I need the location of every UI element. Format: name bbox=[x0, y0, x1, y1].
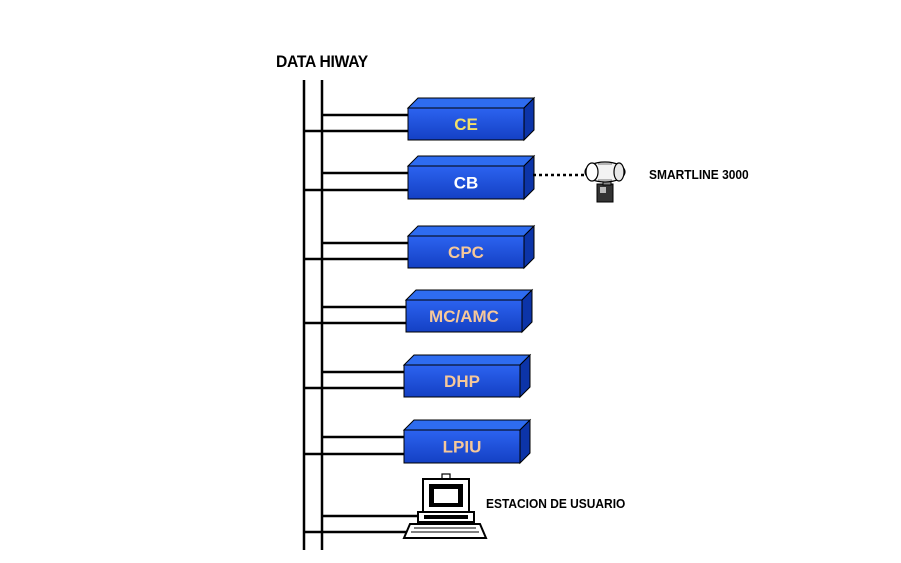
module-label: DHP bbox=[444, 372, 480, 391]
box-top-face bbox=[406, 155, 536, 167]
module-box-dhp[interactable]: DHP bbox=[304, 353, 532, 399]
box-front-face bbox=[407, 235, 525, 269]
computer-workstation-icon[interactable] bbox=[402, 473, 488, 539]
module-label: CE bbox=[454, 115, 478, 134]
module-label: CB bbox=[454, 174, 479, 193]
box-front-face bbox=[405, 299, 523, 333]
box-top-face bbox=[402, 419, 532, 431]
pressure-transmitter-icon[interactable] bbox=[584, 161, 626, 203]
module-box-cpc[interactable]: CPC bbox=[304, 224, 536, 270]
module-box-mc-amc[interactable]: MC/AMC bbox=[304, 288, 534, 334]
box-top-face bbox=[402, 354, 532, 366]
box-front-face bbox=[407, 165, 525, 200]
module-box-ce[interactable]: CE bbox=[304, 96, 536, 142]
box-front-face bbox=[403, 364, 521, 398]
box-front-face bbox=[407, 107, 525, 141]
module-label: CPC bbox=[448, 243, 484, 262]
data-hiway-title: DATA HIWAY bbox=[276, 52, 368, 71]
module-box-lpiu[interactable]: LPIU bbox=[304, 418, 532, 465]
transmitter-label: SMARTLINE 3000 bbox=[649, 167, 749, 182]
module-label: LPIU bbox=[443, 438, 482, 457]
box-front-face bbox=[403, 429, 521, 464]
module-label: MC/AMC bbox=[429, 307, 499, 326]
module-box-cb[interactable]: CB bbox=[304, 154, 536, 201]
box-top-face bbox=[404, 289, 534, 301]
box-top-face bbox=[406, 225, 536, 237]
modules-layer: CE CB CPC MC/AMC DHP LPIU bbox=[304, 96, 536, 465]
workstation-label: ESTACION DE USUARIO bbox=[486, 496, 626, 511]
box-top-face bbox=[406, 97, 536, 109]
